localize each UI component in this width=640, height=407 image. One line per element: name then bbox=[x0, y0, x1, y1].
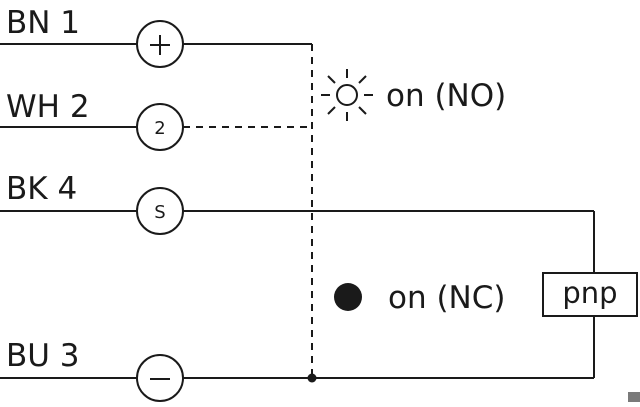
wire-label-bu3: BU 3 bbox=[6, 338, 80, 374]
corner-mark bbox=[628, 392, 640, 402]
wire-label-wh2: WH 2 bbox=[6, 89, 90, 125]
pnp-label: pnp bbox=[562, 276, 617, 310]
wire-label-bn1: BN 1 bbox=[6, 5, 80, 41]
indicator-nc-label: on (NC) bbox=[388, 280, 506, 316]
indicator-no-label: on (NO) bbox=[386, 78, 506, 114]
pnp-output-box bbox=[542, 272, 638, 317]
led-lit-icon bbox=[321, 69, 373, 121]
junction-dot bbox=[307, 373, 317, 383]
terminal-mark-4: S bbox=[154, 202, 165, 223]
wire-label-bk4: BK 4 bbox=[6, 171, 77, 207]
terminal-circle-4 bbox=[136, 187, 184, 235]
terminal-circle-2 bbox=[136, 103, 184, 151]
led-solid-icon bbox=[334, 283, 362, 311]
terminal-mark-2: 2 bbox=[154, 118, 165, 139]
